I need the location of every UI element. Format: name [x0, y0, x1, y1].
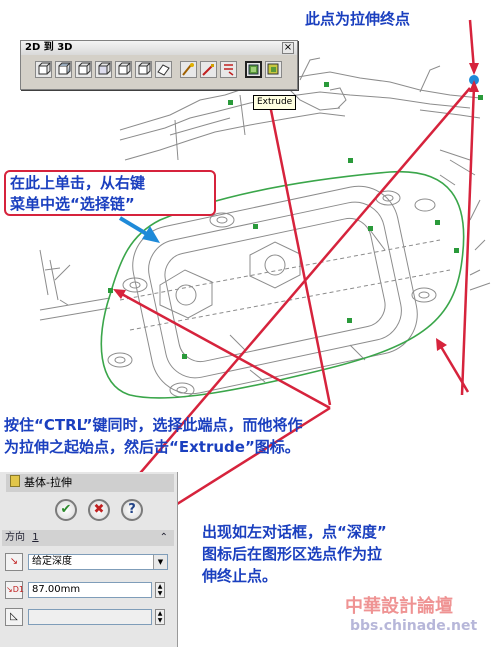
- annotation-line: 为拉伸之起始点，然后击“Extrude”图标。: [4, 438, 300, 456]
- end-condition-value: 给定深度: [32, 556, 72, 567]
- annotation-line: 出现如左对话框，点“深度”: [202, 523, 387, 541]
- watermark: 中華設計論壇 bbs.chinade.net: [345, 596, 497, 638]
- depth-row: ↘D1 87.00mm ▲▼: [5, 581, 173, 599]
- cancel-button[interactable]: ✖: [88, 499, 110, 521]
- annotation-line: 在此上单击，从右键: [10, 174, 146, 192]
- end-condition-row: ↘ 给定深度 ▼: [5, 553, 173, 571]
- convert-entities-icon[interactable]: [180, 61, 197, 78]
- annotation-line: 按住“CTRL”键同时，选择此端点，而他将作: [4, 416, 303, 434]
- help-button[interactable]: ?: [121, 499, 143, 521]
- back-view-icon[interactable]: [135, 61, 152, 78]
- end-point-annotation: 此点为拉伸终点: [305, 10, 411, 28]
- watermark-url: bbs.chinade.net: [350, 618, 478, 634]
- extrude-tooltip: Extrude: [253, 95, 297, 110]
- draft-input[interactable]: [28, 609, 152, 625]
- ok-button[interactable]: ✔: [55, 499, 77, 521]
- annotation-line: 伸终止点。: [202, 567, 278, 585]
- annotation-line: 菜单中选“选择链”: [10, 195, 135, 213]
- extrude-dialog: 基体-拉伸 ✔ ✖ ? 方向 1 ⌃ ↘ 给定深度 ▼ ↘D1 87.00mm …: [0, 472, 178, 647]
- feature-icon: [10, 475, 20, 487]
- depth-input[interactable]: 87.00mm: [28, 582, 152, 598]
- draft-spinner[interactable]: ▲▼: [155, 609, 165, 625]
- toolbar-title-bar[interactable]: 2D 到 3D: [21, 41, 297, 55]
- ctrl-select-annotation: 按住“CTRL”键同时，选择此端点，而他将作 为拉伸之起始点，然后击“Extru…: [4, 414, 496, 458]
- left-view-icon[interactable]: [115, 61, 132, 78]
- bottom-view-icon[interactable]: [95, 61, 112, 78]
- auxiliary-view-icon[interactable]: [155, 61, 172, 78]
- front-view-icon[interactable]: [35, 61, 52, 78]
- right-view-icon[interactable]: [75, 61, 92, 78]
- close-button[interactable]: ×: [282, 42, 294, 54]
- end-condition-select[interactable]: 给定深度 ▼: [28, 554, 168, 570]
- chain-select-annotation: 在此上单击，从右键 菜单中选“选择链”: [4, 170, 216, 216]
- 2d-to-3d-toolbar: 2D 到 3D ×: [20, 40, 298, 90]
- watermark-title: 中華設計論壇: [345, 596, 453, 617]
- chevron-down-icon[interactable]: ▼: [153, 555, 167, 569]
- edit-sketch-icon[interactable]: [200, 61, 217, 78]
- direction-section-header[interactable]: 方向 1 ⌃: [2, 530, 174, 546]
- dialog-title-bar: 基体-拉伸: [6, 474, 174, 492]
- toolbar-title: 2D 到 3D: [25, 42, 73, 53]
- repair-sketch-icon[interactable]: [220, 61, 237, 78]
- collapse-icon[interactable]: ⌃: [159, 532, 168, 543]
- reverse-direction-icon[interactable]: ↘: [5, 553, 23, 571]
- extrude-icon[interactable]: [245, 61, 262, 78]
- depth-spinner[interactable]: ▲▼: [155, 582, 165, 598]
- depth-icon[interactable]: ↘D1: [5, 581, 24, 599]
- draft-icon[interactable]: ◺: [5, 608, 23, 626]
- draft-row: ◺ ▲▼: [5, 608, 173, 626]
- annotation-line: 图标后在图形区选点作为拉: [202, 545, 383, 563]
- direction-label: 方向: [5, 532, 25, 543]
- selected-chain: [100, 170, 465, 399]
- dialog-title: 基体-拉伸: [24, 476, 72, 489]
- dialog-annotation: 出现如左对话框，点“深度” 图标后在图形区选点作为拉 伸终止点。: [202, 521, 492, 587]
- top-view-icon[interactable]: [55, 61, 72, 78]
- direction-index: 1: [32, 532, 39, 543]
- cut-icon[interactable]: [265, 61, 282, 78]
